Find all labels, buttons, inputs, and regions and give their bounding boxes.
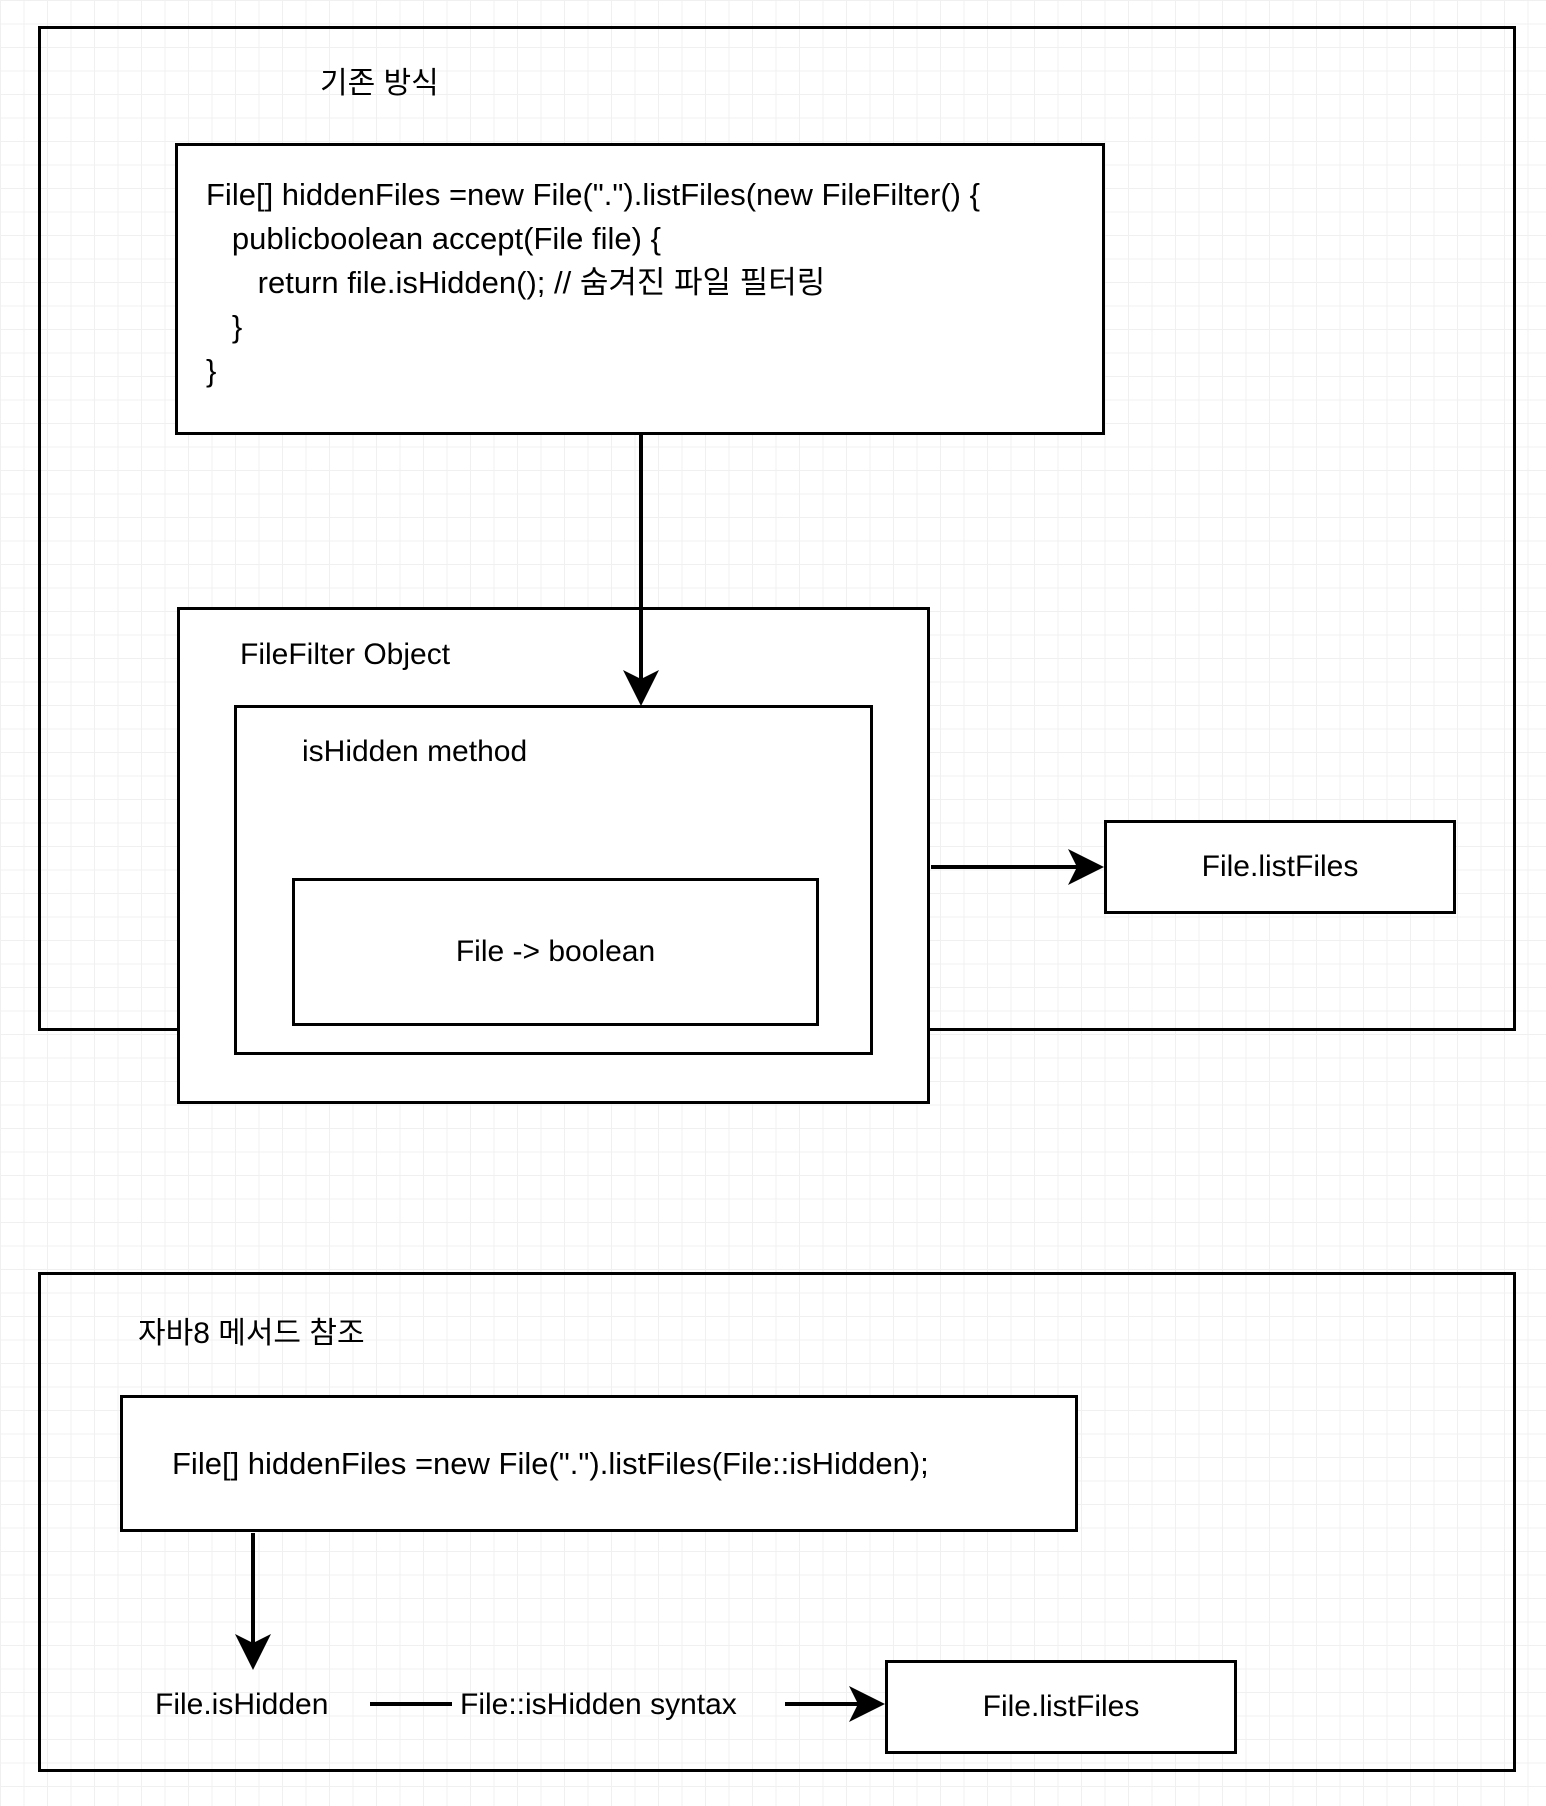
legacy-approach-title: 기존 방식	[320, 67, 439, 100]
ishidden-method-label: isHidden method	[302, 735, 528, 768]
legacy-code-text: File[] hiddenFiles =new File(".").listFi…	[206, 177, 980, 389]
method-reference-syntax-edge-label: File::isHidden syntax	[460, 1688, 737, 1721]
legacy-listfiles-box: File.listFiles	[1104, 820, 1456, 914]
legacy-code-box	[175, 143, 1105, 435]
java8-code-text: File[] hiddenFiles =new File(".").listFi…	[172, 1446, 929, 1481]
filefilter-object-label: FileFilter Object	[240, 638, 451, 671]
java8-method-reference-title: 자바8 메서드 참조	[138, 1317, 365, 1350]
java8-code-box	[120, 1395, 1078, 1532]
file-to-boolean-box: File -> boolean	[292, 878, 819, 1026]
file-ishidden-node-label: File.isHidden	[155, 1688, 329, 1721]
java8-method-reference-panel	[38, 1272, 1516, 1772]
java8-listfiles-box: File.listFiles	[885, 1660, 1237, 1754]
